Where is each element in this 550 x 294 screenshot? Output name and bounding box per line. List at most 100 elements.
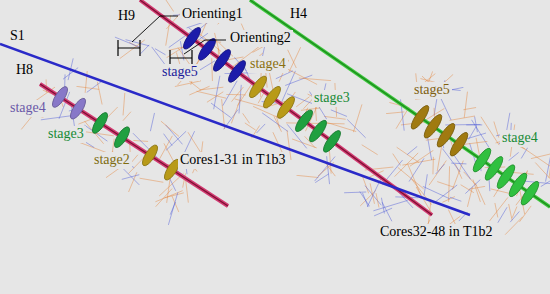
fracture-line: [140, 178, 164, 182]
stage-label: stage3: [46, 126, 86, 143]
leader-line: [184, 40, 226, 54]
fracture-line: [461, 185, 474, 193]
orienting-label: Orienting2: [228, 30, 293, 47]
stage-disks: [50, 25, 542, 207]
fracture-line: [289, 47, 301, 72]
fracture-line: [437, 182, 454, 188]
fracture-line: [239, 85, 241, 114]
fracture-line: [521, 148, 527, 159]
fracture-line: [469, 127, 476, 140]
fracture-line: [429, 160, 446, 185]
fracture-line: [410, 150, 433, 166]
stage-disk: [140, 143, 161, 168]
core-label: Cores1-31 in T1b3: [178, 152, 288, 169]
fracture-line: [331, 110, 347, 117]
fracture-line: [535, 163, 550, 181]
stage-disk: [518, 179, 541, 207]
well-group: [0, 0, 550, 215]
fracture-line: [226, 94, 245, 96]
fracture-line: [214, 76, 220, 109]
fracture-line: [257, 124, 266, 133]
fracture-line: [541, 177, 550, 187]
stage-disk: [68, 96, 89, 121]
fracture-line: [327, 156, 330, 184]
core-label: Cores32-48 in T1b2: [378, 224, 495, 241]
well-line: [40, 84, 228, 206]
fracture-line: [245, 123, 256, 130]
fracture-line: [168, 193, 177, 225]
fracture-line: [450, 116, 475, 120]
fracture-line: [197, 91, 227, 98]
stage-disk: [293, 108, 316, 134]
well-core: [40, 84, 228, 206]
fracture-line: [123, 112, 131, 121]
fracture-line: [519, 206, 531, 222]
stage-disk: [307, 118, 330, 144]
fracture-line: [166, 131, 186, 150]
fracture-line: [424, 174, 427, 195]
fracture-line: [362, 145, 378, 155]
fracture-line: [427, 135, 431, 160]
fracture-line: [288, 50, 297, 68]
fracture-line: [166, 125, 183, 145]
fracture-line: [466, 124, 482, 125]
fracture-line: [243, 113, 250, 123]
fracture-line: [505, 217, 522, 235]
fracture-line: [451, 163, 466, 165]
stage-label: stage4: [500, 130, 540, 147]
fracture-line: [285, 75, 312, 85]
fracture-line: [156, 0, 174, 12]
orienting-label: Orienting1: [180, 6, 245, 23]
stage-disk: [90, 110, 111, 135]
orienting-bracket: [118, 40, 140, 56]
fracture-line: [287, 130, 291, 160]
stage-label: stage2: [92, 152, 132, 169]
fracture-cloud: [21, 0, 550, 237]
fracture-line: [315, 174, 329, 183]
fracture-line: [324, 122, 356, 132]
fracture-line: [324, 116, 345, 119]
fracture-line: [365, 186, 381, 206]
well-name: S1: [8, 28, 27, 45]
fracture-line: [76, 86, 99, 89]
fracture-line: [546, 149, 550, 182]
stage-disk: [321, 128, 344, 154]
fracture-line: [455, 164, 462, 179]
stage-label: stage4: [248, 56, 288, 73]
fracture-line: [353, 104, 362, 132]
fracture-line: [186, 179, 189, 203]
fracture-line: [407, 146, 417, 154]
well-line: [140, 0, 432, 215]
fracture-line: [84, 132, 114, 136]
fracture-line: [200, 87, 224, 90]
well-name: H9: [116, 8, 137, 25]
fracture-line: [437, 146, 441, 171]
fracture-line: [360, 192, 370, 207]
leader-line: [132, 16, 178, 42]
fracture-line: [510, 211, 519, 222]
fracture-line: [436, 164, 445, 174]
fracture-line: [374, 208, 392, 216]
stage-disk: [112, 125, 133, 150]
fracture-line: [453, 154, 470, 179]
fracture-line: [360, 190, 376, 206]
fracture-line: [481, 117, 499, 145]
fracture-line: [97, 82, 102, 105]
fracture-line: [223, 81, 237, 106]
stage-disk: [261, 84, 284, 110]
fracture-line: [150, 113, 154, 131]
fracture-line: [509, 204, 512, 220]
fracture-line: [160, 136, 173, 159]
fracture-line: [165, 193, 184, 198]
fracture-line: [122, 175, 139, 180]
fracture-line: [448, 166, 450, 202]
fracture-line: [285, 68, 317, 85]
fracture-line: [170, 202, 175, 215]
fracture-line: [381, 198, 384, 214]
fracture-line: [409, 158, 424, 181]
fracture-line: [155, 191, 182, 202]
fracture-line: [344, 192, 366, 194]
stage-disk: [275, 94, 298, 120]
fracture-line: [120, 40, 145, 59]
